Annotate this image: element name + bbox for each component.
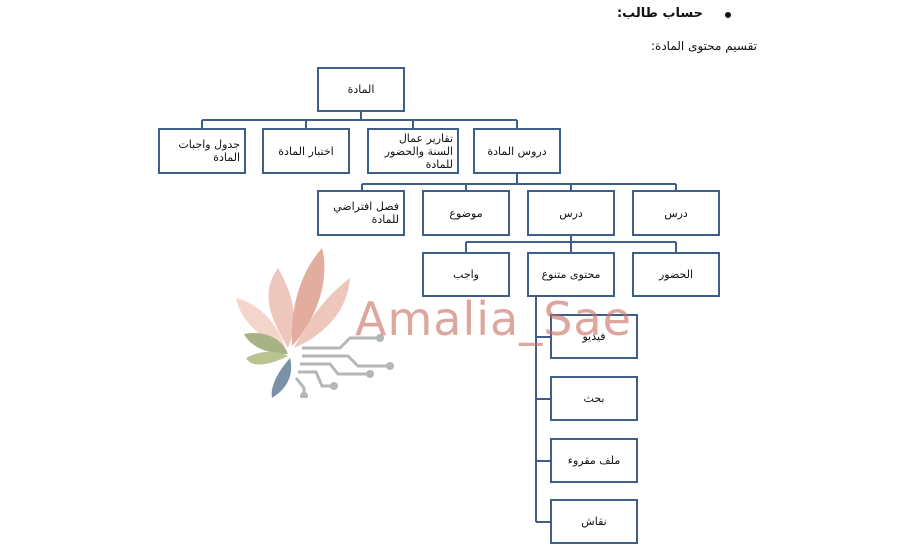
- node-varied-content: محتوى متنوع: [527, 252, 615, 297]
- node-reports-attendance: تقارير عمال السنة والحضور للمادة: [367, 128, 459, 174]
- node-lesson-2: درس: [527, 190, 615, 236]
- node-research: بحث: [550, 376, 638, 421]
- page-heading: حساب طالب:: [616, 6, 703, 21]
- node-discussion: نقاش: [550, 499, 638, 544]
- node-subject: المادة: [317, 67, 405, 112]
- node-attendance: الحضور: [632, 252, 720, 297]
- node-subject-exam: اختبار المادة: [262, 128, 350, 174]
- node-homework-table: جدول واجبات المادة: [158, 128, 246, 174]
- node-virtual-class: فصل افتراضي للمادة: [317, 190, 405, 236]
- node-assignment: واجب: [422, 252, 510, 297]
- bullet-point: [725, 12, 731, 18]
- node-topic: موضوع: [422, 190, 510, 236]
- node-video: فيديو: [550, 314, 638, 359]
- node-subject-lessons: دروس المادة: [473, 128, 561, 174]
- node-lesson-1: درس: [632, 190, 720, 236]
- node-reading-file: ملف مقروء: [550, 438, 638, 483]
- page-subheading: تقسيم محتوى المادة:: [651, 39, 757, 53]
